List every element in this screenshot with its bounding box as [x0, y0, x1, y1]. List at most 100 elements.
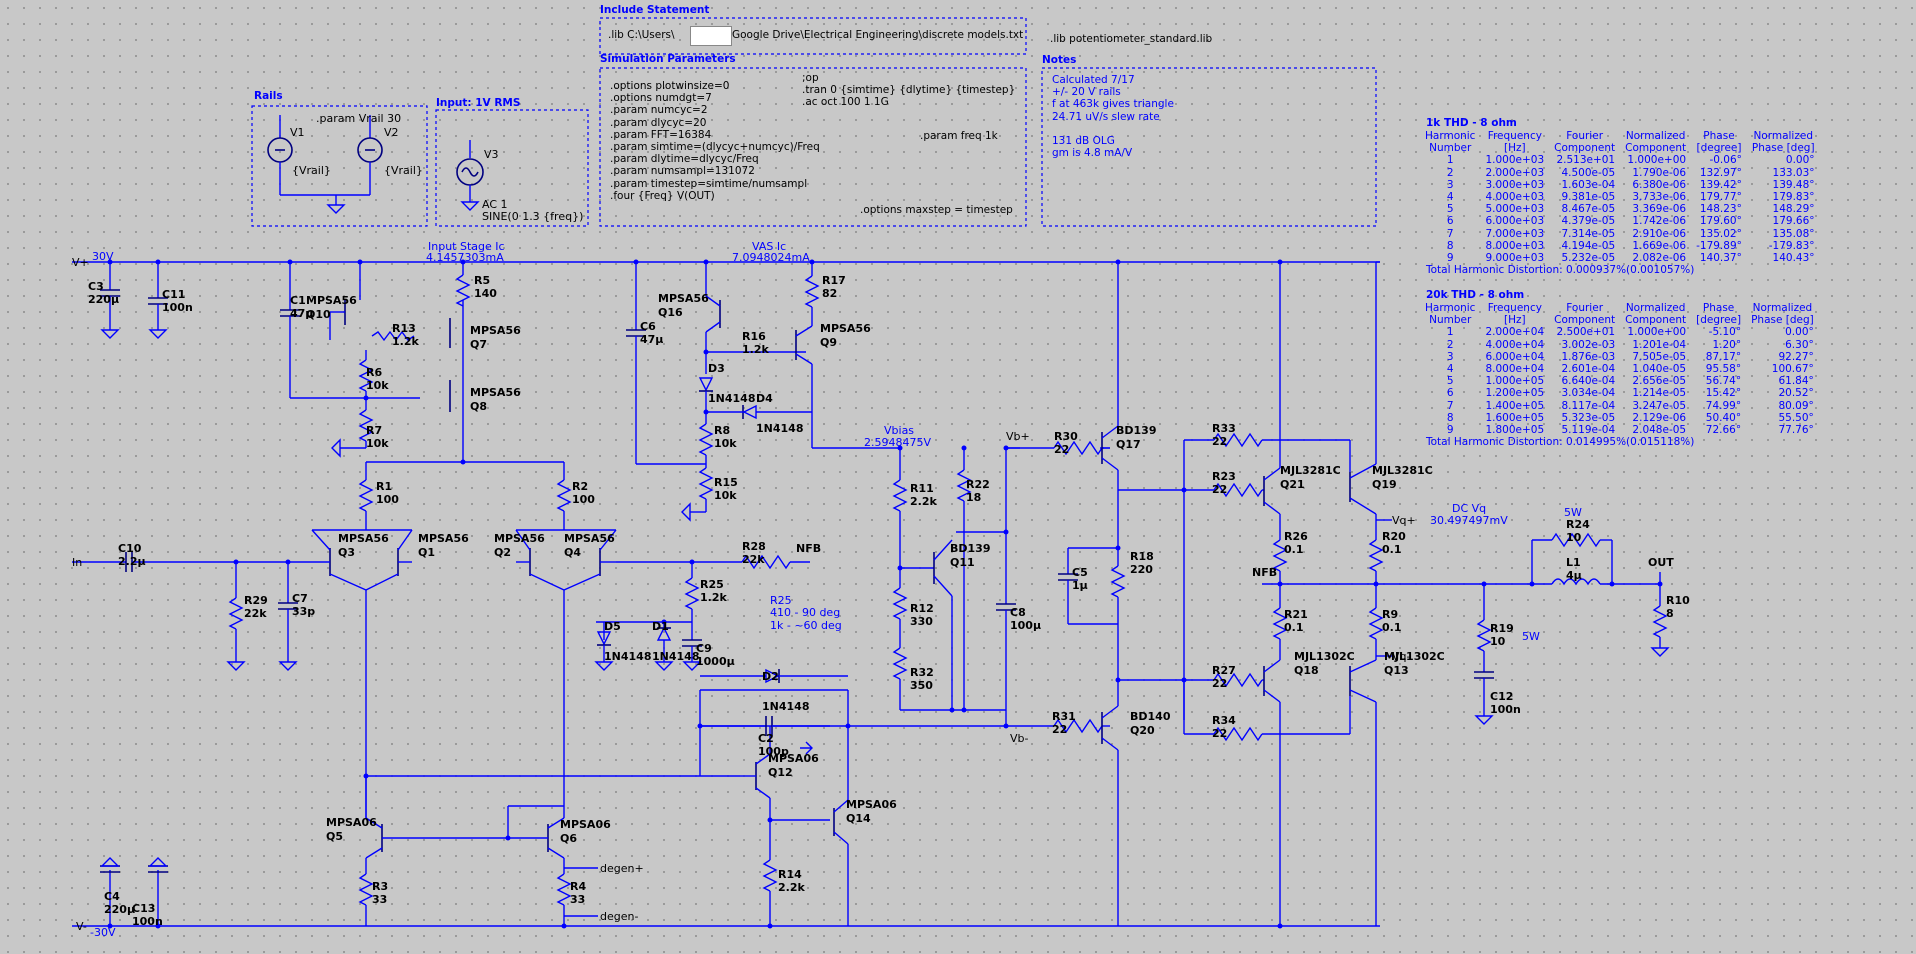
- thd-1k-header-cell: [Hz]: [1504, 142, 1526, 155]
- transistor-ref-q4: Q4: [564, 546, 581, 559]
- notes-line: +/- 20 V rails: [1052, 86, 1121, 99]
- net-vqplus: Vq+: [1392, 514, 1416, 527]
- thd-1k-cell: 179.60°: [1699, 215, 1742, 228]
- thd-20k-cell: 6.640e-04: [1561, 375, 1616, 388]
- part-value-r2: 100: [572, 493, 595, 506]
- part-ref-r26: R26: [1284, 530, 1308, 543]
- thd-1k-cell: 140.43°: [1772, 252, 1815, 265]
- thd-1k-cell: 2.513e+01: [1556, 154, 1616, 167]
- transistor-ref-q3: Q3: [338, 546, 355, 559]
- notes-title: Notes: [1042, 54, 1077, 66]
- part-ref-c1: C1: [290, 294, 306, 307]
- part-value-r22: 18: [966, 491, 981, 504]
- net-out: OUT: [1648, 556, 1674, 569]
- thd-1k-cell: 5.232e-05: [1561, 252, 1616, 265]
- thd-20k-cell: 15.42°: [1705, 387, 1742, 400]
- sim-command-line: .tran 0 {simtime} {dlytime} {timestep}: [802, 84, 1016, 97]
- transistor-ref-q2: Q2: [494, 546, 511, 559]
- transistor-ref-q8: Q8: [470, 400, 487, 413]
- part-ref-r5: R5: [474, 274, 490, 287]
- part-ref-r6: R6: [366, 366, 382, 379]
- thd-20k-cell: 1: [1446, 326, 1454, 339]
- input-stage-label: Input Stage Ic: [428, 240, 505, 253]
- diode-ref-d1: D1: [652, 620, 669, 633]
- transistor-ref-q6: Q6: [560, 832, 577, 845]
- thd-1k-cell: 2.000e+03: [1485, 166, 1545, 179]
- net-vbminus: Vb-: [1010, 732, 1029, 745]
- thd-20k-cell: 5.323e-05: [1561, 411, 1616, 424]
- part-value-c4: 220µ: [104, 903, 135, 916]
- diode-ref-d5: D5: [604, 620, 621, 633]
- part-ref-c6: C6: [640, 320, 656, 333]
- thd-20k-cell: 2.656e-05: [1632, 375, 1687, 388]
- thd-20k-cell: 1.000e+00: [1627, 326, 1687, 339]
- thd-20k-cell: 1.876e-03: [1561, 350, 1616, 363]
- part-value-r1: 100: [376, 493, 399, 506]
- transistor-model-q12: MPSA06: [768, 752, 819, 765]
- sine-label: SINE(0 1.3 {freq}): [482, 210, 583, 223]
- part-value-r4: 33: [570, 893, 585, 906]
- thd-20k-cell: 2.601e-04: [1561, 363, 1616, 376]
- thd-20k-cell: -5.10°: [1708, 326, 1742, 339]
- part-ref-c2: C2: [758, 732, 774, 745]
- thd-1k-header-cell: Component: [1554, 142, 1616, 155]
- fivew-label-bottom: 5W: [1522, 630, 1540, 643]
- sim-command-line: ;op: [802, 72, 819, 84]
- notes-line: f at 463k gives triangle: [1052, 98, 1174, 111]
- notes-line: gm is 4.8 mA/V: [1052, 147, 1133, 160]
- part-value-r20: 0.1: [1382, 543, 1402, 556]
- thd-20k-cell: 1.400e+05: [1485, 399, 1545, 412]
- part-value-r19: 10: [1490, 635, 1506, 648]
- transistor-model-q13: MJL1302C: [1384, 650, 1445, 663]
- part-ref-r7: R7: [366, 424, 382, 437]
- transistor-ref-q13: Q13: [1384, 664, 1409, 677]
- include-lib2: .lib potentiometer_standard.lib: [1050, 33, 1213, 45]
- part-ref-r23: R23: [1212, 470, 1236, 483]
- transistor-ref-q19: Q19: [1372, 478, 1397, 491]
- thd-1k-cell: 135.08°: [1772, 227, 1815, 240]
- part-value-c10: 2.2µ: [118, 555, 146, 568]
- part-ref-r21: R21: [1284, 608, 1308, 621]
- part-value-r8: 10k: [714, 437, 737, 450]
- part-ref-r28: R28: [742, 540, 766, 553]
- dcvq-value: 30.497497mV: [1430, 514, 1508, 527]
- thd-1k-cell: 1.669e-06: [1632, 239, 1687, 252]
- transistor-ref-q11: Q11: [950, 556, 975, 569]
- thd-20k-cell: 2.000e+04: [1485, 326, 1545, 339]
- part-value-r9: 0.1: [1382, 621, 1402, 634]
- net-nfb-left: NFB: [796, 542, 821, 555]
- part-value-r23: 22: [1212, 483, 1227, 496]
- part-value-r18: 220: [1130, 563, 1153, 576]
- thd-1k-header-cell: Normalized: [1753, 130, 1813, 142]
- thd-1k-cell: 140.37°: [1699, 252, 1742, 265]
- thd-1k-header-cell: Phase: [1703, 130, 1735, 142]
- include-title: Include Statement: [600, 4, 710, 16]
- part-value-r15: 10k: [714, 489, 737, 502]
- thd-1k-cell: 9.381e-05: [1561, 191, 1616, 204]
- thd-1k-cell: 7: [1446, 227, 1454, 240]
- part-value-c5: 1µ: [1072, 579, 1088, 592]
- transistor-model-q18: MJL1302C: [1294, 650, 1355, 663]
- thd-20k-cell: 1.214e-05: [1632, 387, 1687, 400]
- net-in: In: [72, 556, 82, 569]
- part-ref-r33: R33: [1212, 422, 1236, 435]
- part-value-c13: 100n: [132, 915, 163, 928]
- rail-sources: [267, 115, 383, 214]
- vrail-b: {Vrail}: [384, 164, 423, 177]
- r25-note-3: 1k - ~60 deg: [770, 619, 842, 632]
- notes-line: 24.71 uV/s slew rate: [1052, 110, 1160, 123]
- part-value-r31: 22: [1052, 723, 1067, 736]
- part-ref-r15: R15: [714, 476, 738, 489]
- part-ref-c10: C10: [118, 542, 142, 555]
- thd-1k-cell: 4.000e+03: [1485, 191, 1545, 204]
- sim-param-line: .param numcyc=2: [610, 104, 708, 117]
- thd-1k-cell: 8.000e+03: [1485, 239, 1545, 252]
- thd-1k-cell: 6.000e+03: [1485, 215, 1545, 228]
- part-value-c3: 220µ: [88, 293, 119, 306]
